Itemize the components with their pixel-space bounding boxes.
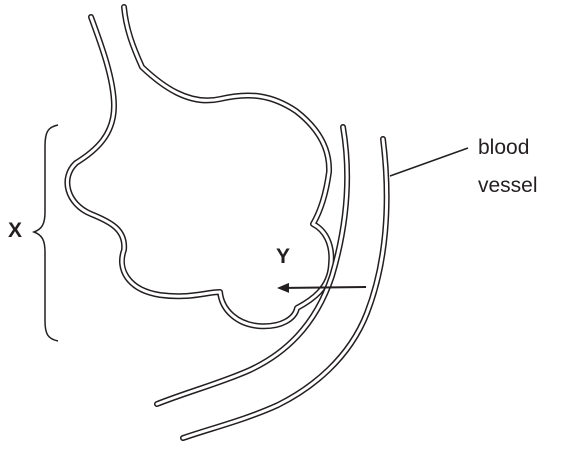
- x-bracket: [34, 125, 58, 341]
- alveolus: [67, 7, 331, 326]
- blood-vessel-leader-line: [390, 148, 468, 176]
- label-x: X: [8, 220, 22, 241]
- blood-vessel-label-line-2: vessel: [478, 175, 538, 196]
- alveolus-outer-outline: [67, 7, 331, 326]
- blood-vessel-left-wall-inner: [157, 127, 347, 404]
- blood-vessel: [157, 127, 387, 438]
- blood-vessel-label-line-1: blood: [478, 137, 529, 158]
- blood-vessel-left-wall-outer: [157, 127, 347, 404]
- y-arrow: [279, 287, 366, 288]
- label-y: Y: [276, 246, 290, 267]
